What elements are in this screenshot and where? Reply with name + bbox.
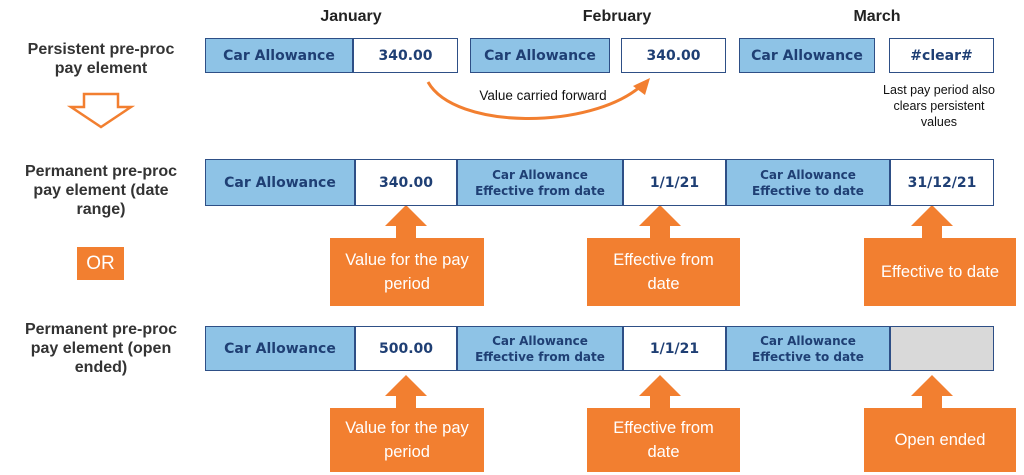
callout-to-shape [864, 205, 1016, 306]
row1-feb-name: Car Allowance [470, 38, 610, 73]
row2-to-label-line1: Car Allowance [760, 167, 856, 182]
row3-from-label-line2: Effective from date [475, 349, 605, 364]
row1-note-line3: values [920, 115, 958, 129]
row1-note-line2: clears persistent [893, 99, 985, 113]
row1-jan-value: 340.00 [353, 38, 458, 73]
row1-label-line2: pay element [54, 60, 148, 77]
row3-from-value: 1/1/21 [623, 326, 726, 371]
row3-callout-value-line1: Value for the pay [345, 419, 469, 437]
row1-note: Last pay period also clears persistent v… [864, 82, 1014, 130]
row3-callout-value: Value for the pay period [330, 408, 484, 472]
down-arrow-icon [66, 92, 136, 129]
row3-callout-open: Open ended [864, 408, 1016, 472]
row1-mar-clear: #clear# [889, 38, 994, 73]
row2-from-value: 1/1/21 [623, 159, 726, 206]
row2-callout-from: Effective from date [587, 238, 740, 306]
row2-to-label: Car Allowance Effective to date [726, 159, 890, 206]
row3-label-line1: Permanent pre-proc [24, 321, 178, 338]
row3-name: Car Allowance [205, 326, 355, 371]
row2-label-line3: range) [76, 201, 126, 218]
row2-label-line2: pay element (date [33, 182, 169, 199]
row2-from-label: Car Allowance Effective from date [457, 159, 623, 206]
or-badge: OR [77, 247, 124, 280]
row3-label: Permanent pre-proc pay element (open end… [6, 320, 196, 377]
row2-from-label-line1: Car Allowance [492, 167, 588, 182]
row2-callout-to: Effective to date [864, 238, 1016, 306]
row2-to-value: 31/12/21 [890, 159, 994, 206]
row2-label: Permanent pre-proc pay element (date ran… [6, 162, 196, 219]
callout-open-shape [864, 375, 1016, 472]
row3-callout-from-line2: date [647, 443, 680, 461]
row2-value: 340.00 [355, 159, 457, 206]
callout-from-shape [587, 205, 740, 306]
callout-value-shape [330, 205, 484, 306]
row3-from-label-line1: Car Allowance [492, 333, 588, 348]
row3-callout-value-line2: period [384, 443, 430, 461]
row3-to-label-line2: Effective to date [752, 349, 864, 364]
carry-forward-arrow [426, 81, 642, 120]
row3-callout-open-line1: Open ended [894, 431, 986, 449]
row3-to-label: Car Allowance Effective to date [726, 326, 890, 371]
row2-callout-from-line1: Effective from [613, 251, 714, 269]
row2-callout-to-line1: Effective to date [880, 263, 1000, 281]
row1-label-line1: Persistent pre-proc [27, 41, 175, 58]
row3-to-value-empty [890, 326, 994, 371]
row1-jan-name: Car Allowance [205, 38, 353, 73]
row3-label-line2: pay element (open [30, 340, 172, 357]
row2-callout-from-line2: date [647, 275, 680, 293]
carry-forward-arrowhead [633, 78, 650, 95]
month-january: January [320, 8, 382, 25]
row1-feb-value: 340.00 [621, 38, 726, 73]
row3-callout-from-line1: Effective from [613, 419, 714, 437]
row3-value: 500.00 [355, 326, 457, 371]
row2-to-label-line2: Effective to date [752, 183, 864, 198]
row1-note-line1: Last pay period also [883, 83, 995, 97]
callout-value-shape-2 [330, 375, 484, 472]
row1-label: Persistent pre-proc pay element [6, 40, 196, 78]
row3-to-label-line1: Car Allowance [760, 333, 856, 348]
row2-label-line1: Permanent pre-proc [24, 163, 178, 180]
row2-callout-value: Value for the pay period [330, 238, 484, 306]
row3-callout-from: Effective from date [587, 408, 740, 472]
row2-callout-value-line2: period [384, 275, 430, 293]
row2-callout-value-line1: Value for the pay [345, 251, 469, 269]
row2-from-label-line2: Effective from date [475, 183, 605, 198]
callout-from-shape-2 [587, 375, 740, 472]
carry-forward-label: Value carried forward [479, 88, 607, 103]
row3-label-line3: ended) [74, 359, 128, 376]
month-february: February [582, 8, 652, 25]
month-march: March [853, 8, 901, 25]
row3-from-label: Car Allowance Effective from date [457, 326, 623, 371]
row2-name: Car Allowance [205, 159, 355, 206]
row1-mar-name: Car Allowance [739, 38, 875, 73]
